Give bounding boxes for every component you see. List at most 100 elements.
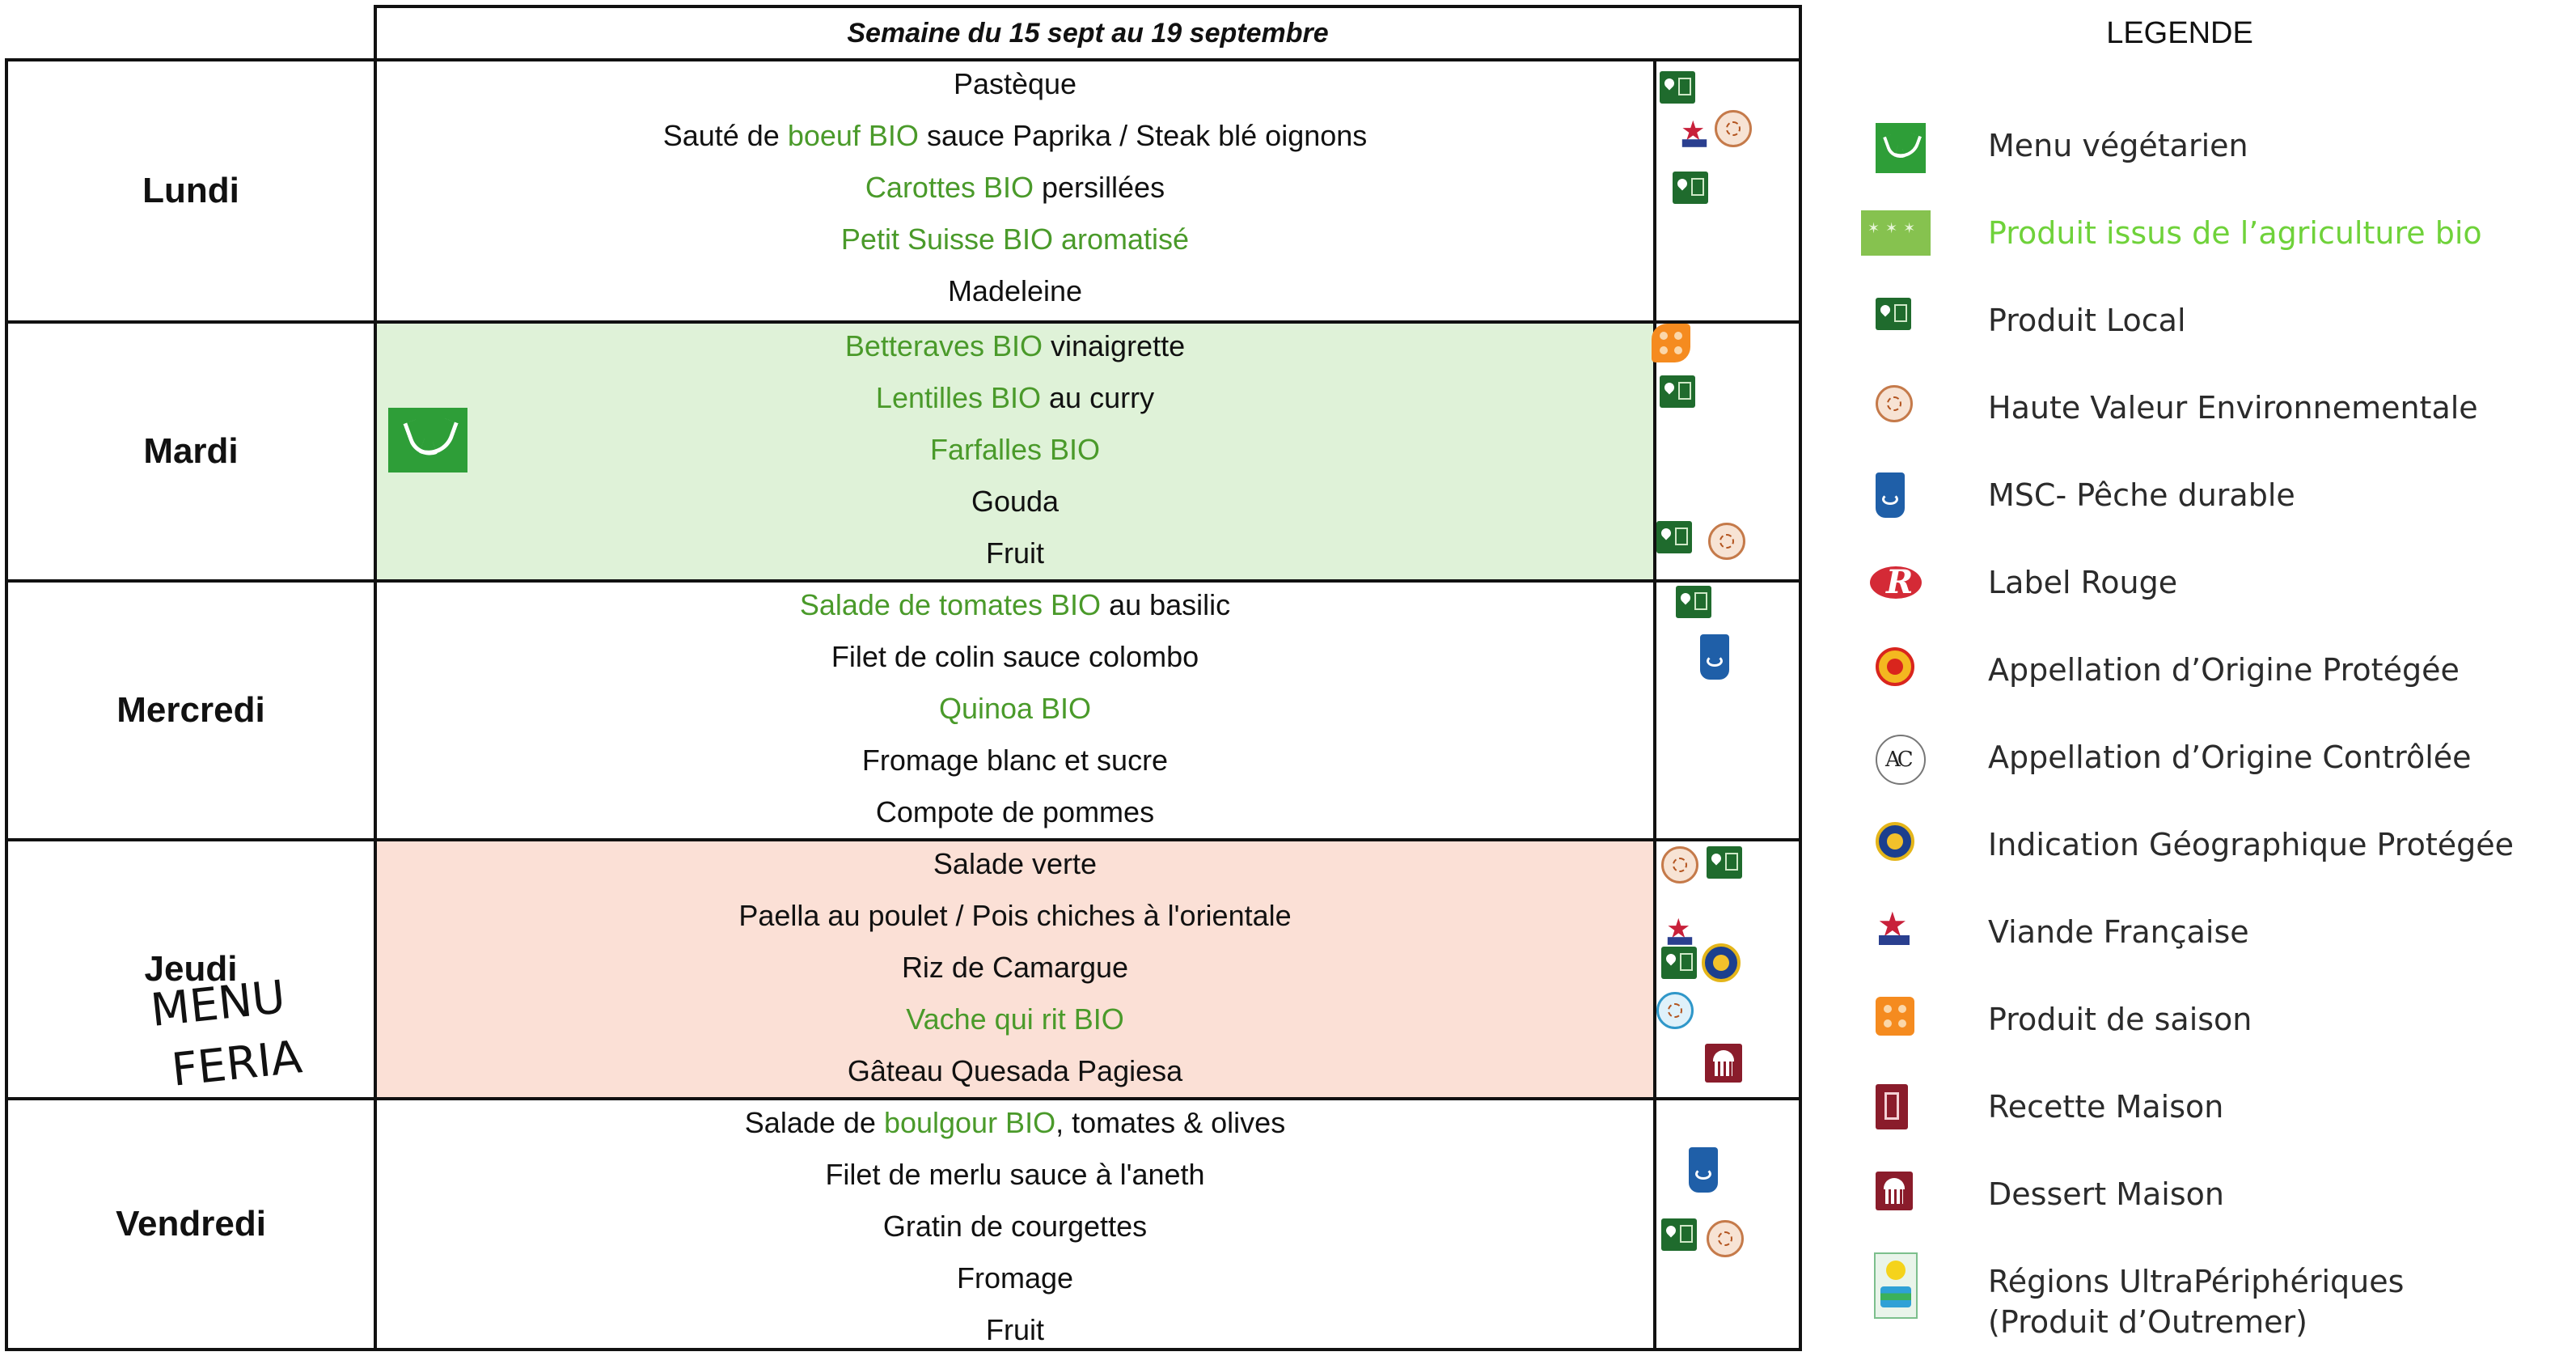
legend-item: Menu végétarien [1844,120,2572,184]
legend-title: LEGENDE [2106,16,2253,50]
dish-bio-text: Quinoa BIO [938,692,1092,725]
dishes-list: Salade de boulgour BIO, tomates & olives… [377,1100,1653,1348]
day-name: Lundi [8,61,377,320]
day-row-mercredi: Mercredi Salade de tomates BIO au basili… [8,579,1799,838]
dish-line: Betteraves BIO vinaigrette [377,320,1653,372]
local-product-icon [1660,375,1695,408]
stamp-icon [1656,992,1694,1029]
dish-line: Filet de merlu sauce à l'aneth [377,1149,1653,1201]
dish-text: Salade verte [933,847,1098,880]
dish-text: Filet de colin sauce colombo [831,640,1199,673]
dish-line: Madeleine [377,265,1653,317]
local-product-icon [1661,947,1697,979]
msc-icon [1689,1147,1718,1193]
dish-text: Fruit [986,1313,1044,1346]
dish-line: Fromage [377,1252,1653,1304]
labels-cell [1653,583,1799,838]
legend-label: Appellation d’Origine Protégée [1988,652,2460,688]
dish-line: Riz de Camargue [377,942,1653,994]
dish-line: Paella au poulet / Pois chiches à l'orie… [377,890,1653,942]
dish-text: Gratin de courgettes [882,1210,1148,1243]
local-product-icon [1676,586,1711,618]
legend-item: MSC- Pêche durable [1844,469,2572,534]
aoc-icon [1876,735,1926,785]
dish-bio-text: Farfalles BIO [929,433,1101,466]
hve-icon [1707,1220,1744,1257]
legend-label: Viande Française [1988,914,2249,950]
legend-label: Produit issus de l’agriculture bio [1988,215,2482,251]
dish-text: Compote de pommes [875,795,1155,828]
dish-line: Compote de pommes [377,786,1653,838]
french-meat-icon [1876,905,1913,947]
local-product-icon [1660,71,1695,104]
feria-stamp: MENU FERIA [148,961,345,1101]
legend-label: Régions UltraPériphériques [1988,1264,2405,1299]
dish-text: Fromage [956,1261,1074,1295]
legend-item: Label Rouge [1844,557,2572,621]
dish-text: au basilic [1101,588,1231,621]
local-product-icon [1656,521,1692,553]
dish-text: vinaigrette [1043,329,1186,362]
dish-text: au curry [1041,381,1155,414]
dish-text: sauce Paprika / Steak blé oignons [918,119,1368,152]
outermost-regions-icon [1874,1252,1918,1319]
dish-bio-text: Lentilles BIO [875,381,1042,414]
local-product-icon [1661,1218,1697,1251]
seasonal-icon [1652,324,1690,362]
dish-line: Farfalles BIO [377,424,1653,476]
legend-label: Appellation d’Origine Contrôlée [1988,739,2472,775]
igp-icon [1702,943,1741,982]
legend-item: Indication Géographique Protégée [1844,819,2572,884]
dish-line: Gouda [377,476,1653,528]
dish-text: Gouda [971,485,1060,518]
dish-line: Salade verte [377,838,1653,890]
dish-line: Gratin de courgettes [377,1201,1653,1252]
dish-line: Vache qui rit BIO [377,994,1653,1045]
week-title: Semaine du 15 sept au 19 septembre [374,5,1802,58]
dish-line: Salade de boulgour BIO, tomates & olives [377,1097,1653,1149]
legend-item: Haute Valeur Environnementale [1844,382,2572,447]
dish-bio-text: Petit Suisse BIO aromatisé [840,222,1190,256]
day-name: Mercredi [8,583,377,838]
dish-text: Sauté de [662,119,788,152]
dish-line: Fromage blanc et sucre [377,735,1653,786]
dish-bio-text: Carottes BIO [865,171,1034,204]
hve-icon [1661,846,1698,884]
dish-bio-text: boulgour BIO [883,1106,1056,1139]
legend-label: MSC- Pêche durable [1988,477,2295,513]
french-meat-icon [1680,115,1710,149]
legend-label: Label Rouge [1988,565,2178,600]
dish-text: Salade de [744,1106,884,1139]
dish-line: Lentilles BIO au curry [377,372,1653,424]
dish-line: Carottes BIO persillées [377,162,1653,214]
labels-cell [1652,324,1799,579]
local-product-icon [1707,846,1742,879]
vegetarian-icon [1876,123,1926,173]
hve-icon [1708,523,1745,560]
legend-item: Dessert Maison [1844,1168,2572,1233]
igp-icon [1876,822,1914,861]
day-row-vendredi: Vendredi Salade de boulgour BIO, tomates… [8,1097,1799,1348]
dish-text: Fromage blanc et sucre [861,744,1169,777]
labels-cell [1653,61,1799,320]
day-name: Vendredi [8,1100,377,1348]
msc-icon [1876,472,1905,518]
legend-item: Appellation d’Origine Contrôlée [1844,731,2572,796]
legend-label: Haute Valeur Environnementale [1988,390,2478,426]
aop-icon [1876,647,1914,686]
dish-text: Filet de merlu sauce à l'aneth [825,1158,1205,1191]
dish-line: Fruit [377,1304,1653,1356]
legend-label: Dessert Maison [1988,1176,2224,1212]
legend-label: Indication Géographique Protégée [1988,827,2514,862]
dish-text: Pastèque [953,67,1077,100]
msc-icon [1700,634,1729,680]
dish-line: Filet de colin sauce colombo [377,631,1653,683]
legend-label: Menu végétarien [1988,128,2248,163]
dish-bio-text: Vache qui rit BIO [906,1002,1124,1036]
homemade-dessert-icon [1876,1172,1913,1210]
